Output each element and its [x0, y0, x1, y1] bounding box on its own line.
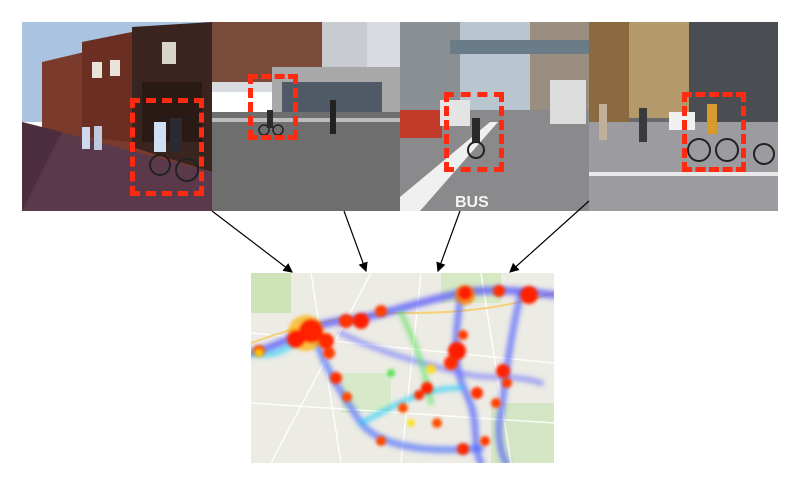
cycling-heatmap — [251, 273, 554, 463]
arrow-photo3-to-map — [436, 210, 461, 273]
cyclist-detection-box-3 — [444, 92, 504, 172]
heat-hotspots — [253, 285, 538, 455]
cyclist-detection-box-4 — [682, 92, 746, 172]
arrow-photo1-to-map — [211, 210, 293, 273]
arrow-photo4-to-map — [509, 200, 590, 273]
street-photo-3: BUS — [400, 22, 589, 211]
heat-track-lines — [251, 286, 554, 463]
cyclist-detection-box-1 — [130, 98, 204, 196]
street-photo-2 — [212, 22, 400, 211]
arrow-photo2-to-map — [343, 210, 368, 273]
cyclist-detection-box-2 — [248, 74, 298, 140]
street-photo-1 — [22, 22, 212, 211]
bus-lane-marking: BUS — [455, 194, 489, 211]
